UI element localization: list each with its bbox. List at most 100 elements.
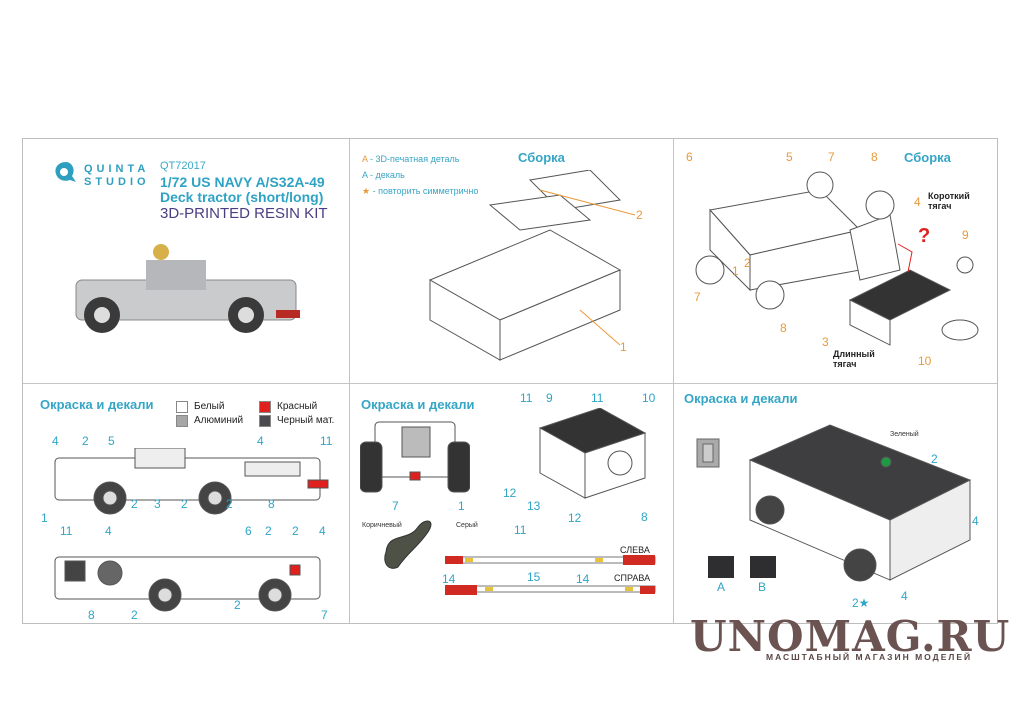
callout-number: 7: [694, 290, 701, 304]
callout-number: 1: [41, 511, 48, 525]
callout-number: 2★: [852, 596, 870, 610]
callout-number: 14: [576, 572, 590, 586]
callout-number: 4: [914, 195, 921, 209]
divider: [673, 139, 674, 623]
callout-number: 7: [321, 608, 328, 622]
section-title: Окраска и декали: [684, 391, 798, 406]
callout-number: 4: [105, 524, 112, 538]
tow-bars-drawing: [445, 555, 656, 595]
color-name: Алюминий: [194, 415, 244, 426]
callout-number: 11: [520, 391, 533, 405]
callout-number: 6: [686, 150, 693, 164]
callout-number: 8: [641, 510, 648, 524]
callout-number: 4: [52, 434, 59, 448]
decal-detail: [696, 438, 720, 468]
legend-mark: A: [362, 154, 368, 164]
exploded-assembly-drawing: [695, 171, 979, 346]
decal-b-label: B: [758, 580, 767, 594]
callout-number: 13: [527, 499, 541, 513]
callout-number: 5: [786, 150, 793, 164]
product-title: 1/72 US NAVY A/S32A-49: [160, 174, 325, 190]
callout-number: 12: [568, 511, 582, 525]
callout-number: 2: [82, 434, 89, 448]
watermark-logo: UNOMAG.RU: [690, 612, 1011, 661]
right-label: СПРАВА: [614, 573, 651, 583]
section-title: Сборка: [904, 150, 951, 165]
chassis-drawing: [428, 170, 636, 361]
callout-number: 11: [591, 391, 604, 405]
decal-a-label: A: [717, 580, 726, 594]
callout-number: 10: [642, 391, 656, 405]
callout-number: 2: [265, 524, 272, 538]
brand-name: STUDIO: [84, 176, 150, 188]
legend-text: - декаль: [367, 170, 405, 180]
color-name: Черный мат.: [277, 415, 335, 426]
callout-number: 4: [972, 514, 979, 528]
long-tractor-label: Длинный тягач: [833, 349, 875, 369]
legend-symmetric: ★ - повторить симметрично: [362, 186, 478, 197]
short-tractor-label: Короткий тягач: [928, 191, 970, 211]
callout-number: 2: [636, 208, 643, 222]
product-subtitle: 3D-PRINTED RESIN KIT: [160, 205, 328, 222]
decal-b-thumbnail: [750, 556, 776, 578]
callout-number: 10: [918, 354, 932, 368]
callout-number: 4: [901, 589, 908, 603]
section-title: Окраска и декали: [40, 397, 154, 412]
callout-number: 3: [154, 497, 161, 511]
callout-number: 4: [319, 524, 326, 538]
brown-label: Коричневый: [362, 522, 402, 529]
legend-decal: A - декаль: [362, 170, 405, 180]
color-swatch-aluminium: [176, 415, 188, 427]
section-title: Сборка: [518, 150, 565, 165]
callout-number: 8: [871, 150, 878, 164]
callout-number: 2: [131, 608, 138, 622]
section-title: Окраска и декали: [361, 397, 475, 412]
callout-number: 7: [392, 499, 399, 513]
decal-a-thumbnail: [708, 556, 734, 578]
callout-number: 9: [962, 228, 969, 242]
star-icon: ★: [362, 186, 371, 196]
instruction-sheet: [22, 138, 998, 624]
callout-number: 11: [320, 434, 333, 448]
callout-number: 3: [822, 335, 829, 349]
question-mark: ?: [918, 225, 931, 247]
side-view-left: [54, 448, 329, 515]
callout-number: 8: [268, 497, 275, 511]
product-code: QT72017: [160, 160, 206, 172]
tow-cable-drawing: [384, 520, 432, 569]
front-view: [360, 421, 470, 493]
callout-number: 1: [620, 340, 627, 354]
legend-3d-part: A - 3D-печатная деталь: [362, 154, 460, 164]
callout-number: 7: [828, 150, 835, 164]
callout-number: 9: [546, 391, 553, 405]
callout-number: 5: [108, 434, 115, 448]
callout-number: 12: [503, 486, 517, 500]
tractor-photo: [75, 244, 300, 333]
legend-text: - 3D-печатная деталь: [367, 154, 460, 164]
legend-mark: A: [362, 170, 368, 180]
callout-number: 1: [732, 264, 739, 278]
callout-number: 2: [131, 497, 138, 511]
color-swatch-black: [259, 415, 271, 427]
product-title: Deck tractor (short/long): [160, 189, 324, 205]
grey-label: Серый: [456, 522, 478, 529]
green-label: Зеленый: [890, 431, 919, 438]
color-name: Красный: [277, 401, 318, 412]
callout-number: 4: [257, 434, 264, 448]
callout-number: 6: [245, 524, 252, 538]
callout-number: 2: [744, 256, 751, 270]
callout-number: 14: [442, 572, 456, 586]
callout-number: 2: [292, 524, 299, 538]
callout-number: 15: [527, 570, 541, 584]
callout-number: 2: [234, 598, 241, 612]
callout-number: 1: [458, 499, 465, 513]
left-label: СЛЕВА: [620, 545, 650, 555]
callout-number: 11: [514, 523, 527, 537]
callout-number: 8: [780, 321, 787, 335]
callout-number: 2: [931, 452, 938, 466]
callout-number: 2: [181, 497, 188, 511]
color-name: Белый: [194, 401, 225, 412]
divider: [23, 383, 997, 384]
divider: [349, 139, 350, 623]
side-view-right: [54, 556, 321, 612]
